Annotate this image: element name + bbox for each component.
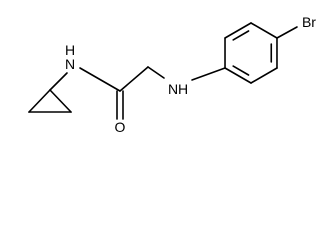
ring-double-bond-f	[232, 65, 250, 76]
amine-nh-label: N H	[168, 81, 188, 97]
bond-ring-to-bromine	[276, 26, 298, 39]
ring-bond-b	[224, 22, 252, 39]
benzene-ring	[224, 22, 278, 84]
amine-h-atom: H	[178, 81, 188, 97]
amine-n-atom: N	[168, 81, 178, 97]
cyclopropyl-ring	[28, 89, 72, 113]
ring-bond-c	[250, 22, 278, 39]
amide-h-atom: H	[65, 42, 75, 58]
bond-cp-top-left	[28, 89, 51, 113]
bond-cp-to-amide-n	[49, 72, 68, 91]
chemical-structure-diagram: N H O N H Br	[28, 14, 316, 135]
ring-bond-f	[224, 67, 252, 84]
bond-amine-n-to-ring	[191, 67, 226, 81]
bond-cp-top-right	[49, 89, 72, 113]
amide-nh-label: N H	[65, 42, 75, 72]
bond-ch2-to-amine-n	[147, 66, 165, 79]
bond-carbonyl-c-to-ch2	[119, 66, 149, 92]
carbonyl-o-atom: O	[115, 119, 126, 135]
bond-amide-n-to-carbonyl-c	[79, 67, 121, 92]
ring-bond-e	[250, 67, 278, 84]
carbonyl-double-bond	[116, 90, 124, 120]
ring-double-bond-b	[232, 30, 250, 41]
bromine-atom: Br	[302, 14, 316, 30]
amide-n-atom: N	[65, 56, 75, 72]
